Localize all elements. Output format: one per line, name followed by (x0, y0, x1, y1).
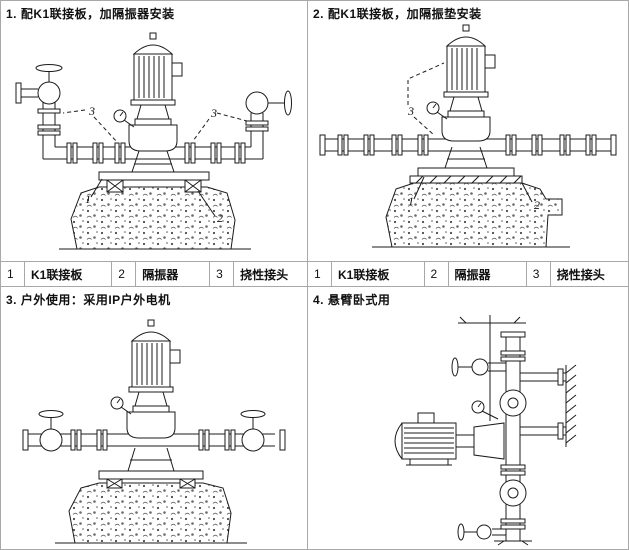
left-gate-valve (38, 410, 64, 452)
legend-label-isolator: 隔振器 (449, 262, 527, 286)
pump-casing (128, 118, 178, 152)
terminal-box (417, 412, 435, 424)
pump-stand (131, 150, 175, 173)
legend-label-k1-plate: K1联接板 (25, 262, 113, 286)
right-gate-valve (245, 90, 292, 132)
left-gate-valve (15, 64, 63, 136)
panel-1-drawing: 1 2 3 3 (15, 32, 292, 250)
pressure-gauge-icon (471, 400, 499, 420)
panel-4-caption: 4. 悬臂卧式用 (313, 293, 391, 307)
callout-2: 2 (217, 211, 223, 225)
k1-base-plate (98, 470, 204, 480)
legend-num-3: 3 (210, 262, 235, 286)
flexible-joint-upper (499, 389, 527, 417)
concrete-foundation (55, 482, 247, 544)
callout-2: 2 (534, 198, 540, 212)
handwheel-icon (457, 523, 465, 541)
panel-4-drawing (394, 315, 577, 546)
callouts: 1 2 3 3 (62, 104, 248, 225)
concrete-foundation (372, 182, 570, 248)
k1-base-plate (98, 171, 210, 181)
pipe-flanges (500, 350, 526, 530)
handwheel-icon (35, 64, 63, 72)
legend-num-1: 1 (308, 262, 332, 286)
panel-4: 4. 悬臂卧式用 (307, 287, 628, 549)
panel-2: 2. 配K1联接板，加隔振垫安装 (307, 1, 628, 261)
pump-stand (127, 447, 175, 472)
panel-3-caption: 3. 户外使用：采用IP户外电机 (6, 293, 171, 307)
outdoor-ip-motor (128, 319, 181, 407)
legend-num-2: 2 (112, 262, 137, 286)
legend-num-1: 1 (1, 262, 25, 286)
pump-casing (441, 110, 491, 142)
pipework (42, 101, 264, 164)
lower-valve (457, 523, 506, 541)
pressure-gauge-icon (426, 101, 448, 120)
pump-casing (126, 405, 176, 439)
panel-2-caption: 2. 配K1联接板，加隔振垫安装 (313, 7, 482, 21)
flexible-joint-lower (499, 479, 527, 507)
callout-3b: 3 (210, 106, 217, 120)
handwheel-icon (451, 357, 459, 377)
handwheel-icon (240, 410, 266, 418)
pressure-gauge-icon (113, 109, 135, 128)
legend-label-k1-plate: K1联接板 (332, 262, 425, 286)
vibration-isolators (106, 478, 196, 489)
legend-label-flex-joint: 挠性接头 (556, 267, 605, 282)
legend-num-3: 3 (527, 262, 551, 286)
panel-2-drawing: 1 2 3 (319, 24, 617, 248)
concrete-foundation (59, 186, 251, 250)
panel-3: 3. 户外使用：采用IP户外电机 (1, 287, 307, 549)
pump-adapter (473, 422, 505, 460)
callouts: 1 2 3 (407, 62, 540, 212)
terminal-box (171, 62, 183, 77)
terminal-box (169, 349, 181, 364)
callout-1: 1 (85, 192, 91, 206)
callout-3a: 3 (88, 104, 95, 118)
motor-shaft (455, 434, 475, 448)
k1-base-plate (417, 167, 515, 177)
pressure-gauge-icon (110, 396, 132, 415)
pump-stand (444, 146, 488, 169)
upper-valve (451, 357, 506, 377)
legend-label-isolator: 隔振器 (136, 262, 211, 286)
ceiling-hanger (458, 315, 526, 421)
handwheel-icon (284, 90, 292, 116)
right-gate-valve (240, 410, 266, 452)
panel-1: 1. 配K1联接板，加隔振器安装 (1, 1, 307, 261)
motor (443, 24, 496, 112)
horizontal-motor (394, 412, 505, 466)
callout-1: 1 (408, 194, 414, 208)
callout-3: 3 (407, 104, 414, 118)
legend-right: 1 K1联接板 2 隔振器 3 挠性接头 (307, 261, 628, 287)
terminal-box (484, 54, 496, 69)
wall-bracket (520, 364, 577, 447)
motor (130, 32, 183, 120)
handwheel-icon (38, 410, 64, 418)
vibration-pad (409, 175, 523, 184)
legend-num-2: 2 (425, 262, 449, 286)
pipe-flanges (319, 134, 617, 156)
panel-3-drawing (22, 319, 286, 544)
vertical-pipe-column (494, 331, 532, 546)
pipe-flanges (66, 142, 246, 164)
pipe-flanges (22, 429, 286, 451)
legend-label-flex-joint: 挠性接头 (240, 267, 289, 282)
panel-1-caption: 1. 配K1联接板，加隔振器安装 (6, 7, 175, 21)
legend-left: 1 K1联接板 2 隔振器 3 挠性接头 (1, 261, 307, 287)
